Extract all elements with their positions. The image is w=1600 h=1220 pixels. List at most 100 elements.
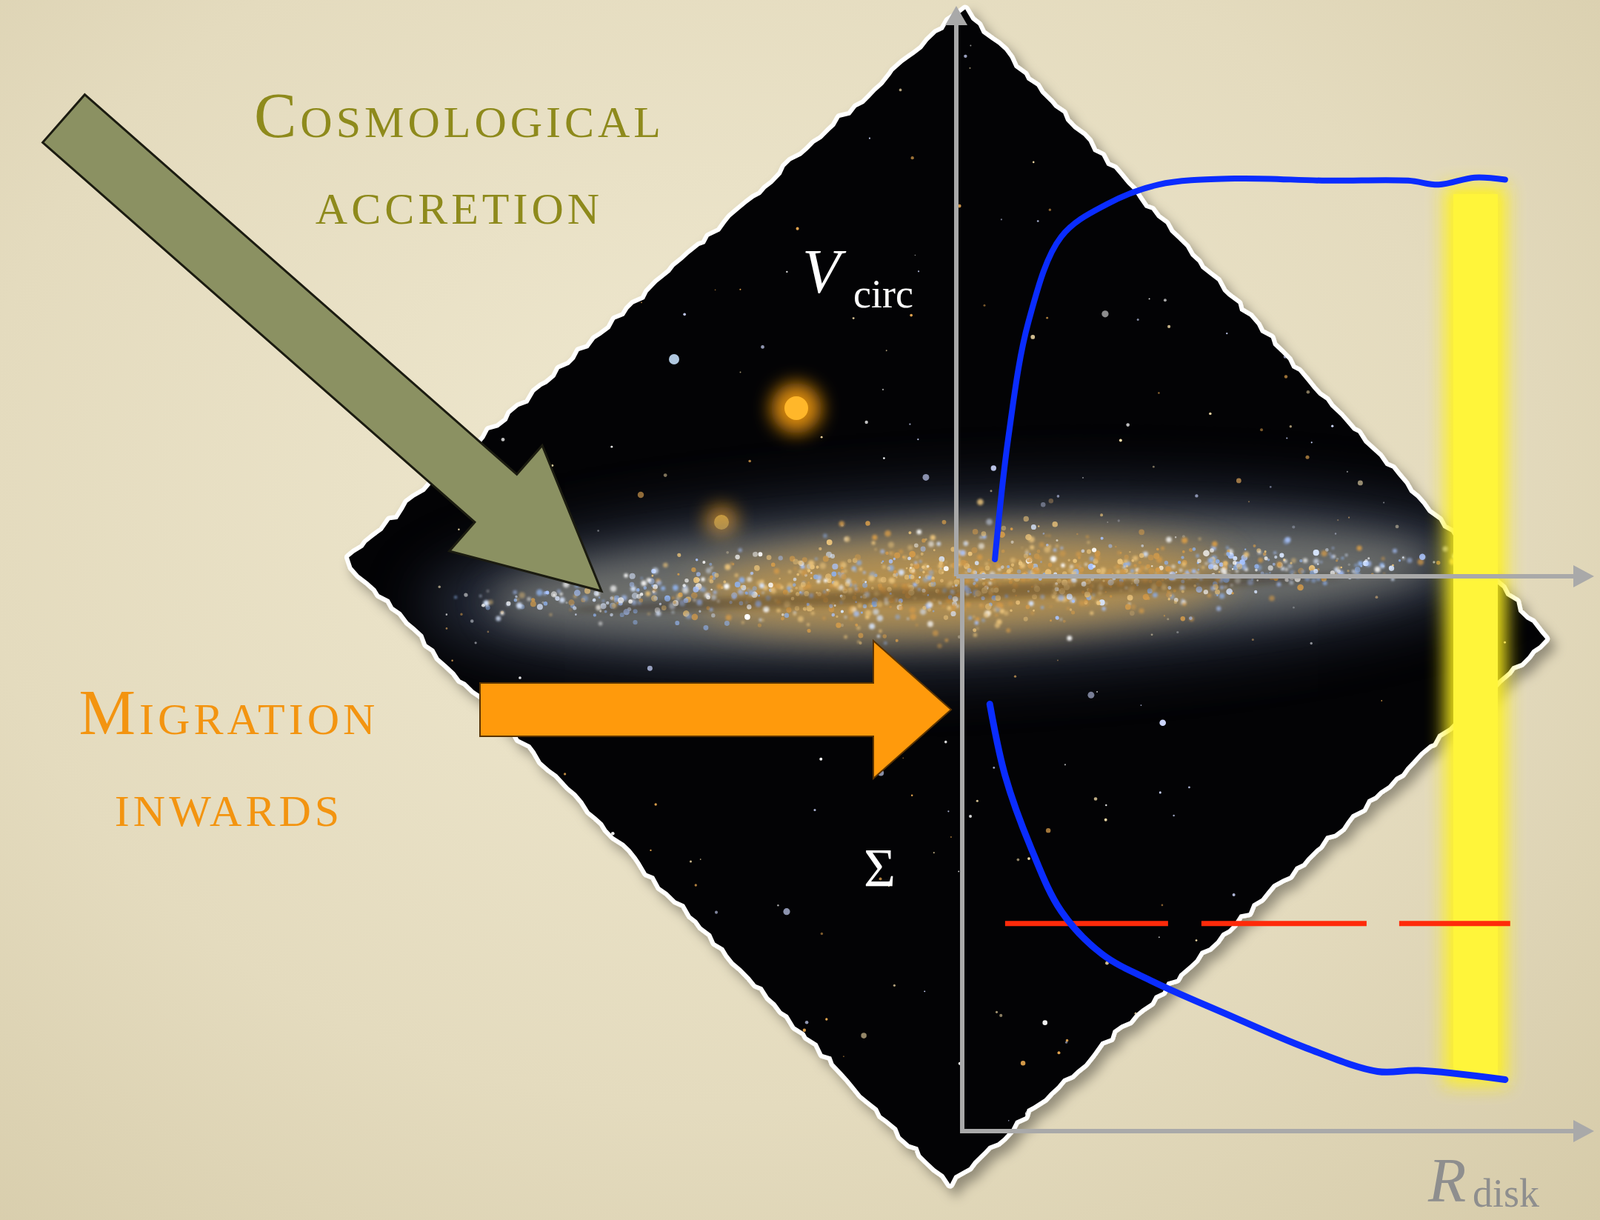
star-cluster: [1148, 568, 1155, 575]
star: [474, 641, 478, 644]
star-cluster: [1197, 558, 1202, 563]
star: [963, 54, 967, 58]
star: [571, 1104, 574, 1107]
star-cluster: [1232, 560, 1238, 566]
star-cluster: [1297, 567, 1305, 575]
star-cluster: [802, 606, 807, 611]
star-cluster: [825, 588, 829, 592]
star-cluster: [857, 640, 860, 644]
star: [1045, 828, 1051, 833]
star-cluster: [1208, 563, 1214, 569]
star-cluster: [851, 565, 857, 572]
star-cluster: [1287, 563, 1292, 569]
star-cluster: [1117, 550, 1121, 555]
star: [1105, 804, 1107, 806]
star-cluster: [1346, 569, 1350, 573]
star-cluster: [951, 603, 958, 610]
star-cluster: [1160, 546, 1165, 551]
star-cluster: [1037, 556, 1042, 561]
star-cluster: [865, 520, 871, 526]
star-cluster: [1015, 600, 1020, 605]
star: [1130, 71, 1133, 75]
star-cluster: [1419, 553, 1426, 560]
star-cluster: [766, 554, 772, 560]
star-cluster: [1071, 610, 1075, 615]
star-cluster: [843, 536, 850, 543]
star-cluster: [965, 579, 970, 584]
star: [357, 868, 360, 871]
star-cluster: [1232, 556, 1238, 561]
star: [388, 731, 391, 733]
star: [748, 460, 752, 463]
star-cluster: [819, 562, 826, 569]
star: [448, 680, 452, 684]
star-cluster: [838, 520, 845, 527]
star: [690, 1124, 692, 1126]
star: [885, 349, 888, 352]
star-cluster: [454, 595, 458, 599]
star: [634, 930, 638, 934]
star-cluster: [1279, 552, 1284, 558]
star: [714, 288, 717, 291]
star: [1239, 48, 1243, 52]
star: [700, 858, 702, 860]
star-cluster: [1392, 548, 1398, 554]
star-cluster: [609, 613, 614, 618]
star: [694, 883, 698, 886]
disk-edge-band: [1453, 194, 1498, 1076]
star-cluster: [1060, 562, 1066, 568]
star: [1327, 111, 1331, 115]
star-cluster: [1334, 567, 1340, 573]
star-cluster: [1167, 597, 1171, 601]
star-cluster: [967, 568, 972, 573]
star-cluster: [902, 555, 908, 560]
star: [470, 734, 472, 736]
star-cluster: [1054, 615, 1059, 620]
star-cluster: [488, 599, 494, 605]
star-cluster: [868, 574, 875, 582]
star: [1182, 52, 1186, 56]
star-cluster: [800, 569, 808, 577]
star-cluster: [1236, 563, 1243, 570]
star-cluster: [909, 613, 917, 620]
star-cluster: [1010, 557, 1016, 563]
star-cluster: [805, 583, 812, 590]
star: [1000, 218, 1003, 220]
star-cluster: [754, 565, 760, 572]
star-cluster: [777, 555, 783, 561]
star-cluster: [831, 562, 839, 570]
star-cluster: [870, 604, 873, 607]
star-cluster: [1072, 558, 1078, 563]
star-cluster: [807, 568, 811, 572]
star-cluster: [752, 551, 758, 558]
axis-line: [956, 574, 1575, 579]
star: [1065, 1041, 1068, 1044]
star-cluster: [1188, 548, 1193, 552]
star: [1282, 911, 1286, 915]
star-cluster: [778, 577, 781, 580]
star: [1114, 1174, 1118, 1177]
star: [397, 332, 400, 336]
star: [802, 131, 807, 137]
star-cluster: [1234, 569, 1239, 574]
star-cluster: [800, 582, 806, 588]
star: [392, 922, 396, 926]
star-cluster: [526, 597, 532, 602]
star-cluster: [806, 628, 811, 633]
star-cluster: [516, 602, 523, 609]
star-cluster: [740, 585, 743, 589]
star-cluster: [1331, 547, 1335, 550]
star: [902, 757, 904, 759]
star-cluster: [854, 587, 858, 591]
star: [1082, 477, 1084, 479]
star-cluster: [843, 635, 848, 640]
star-cluster: [893, 557, 897, 561]
star-cluster: [865, 614, 870, 620]
star-cluster: [1365, 560, 1372, 567]
star: [488, 1060, 491, 1062]
star: [1274, 1133, 1278, 1137]
axis-arrowhead: [1573, 1120, 1595, 1143]
star-cluster: [1165, 537, 1172, 543]
star-cluster: [750, 571, 754, 575]
star-cluster: [943, 565, 949, 572]
